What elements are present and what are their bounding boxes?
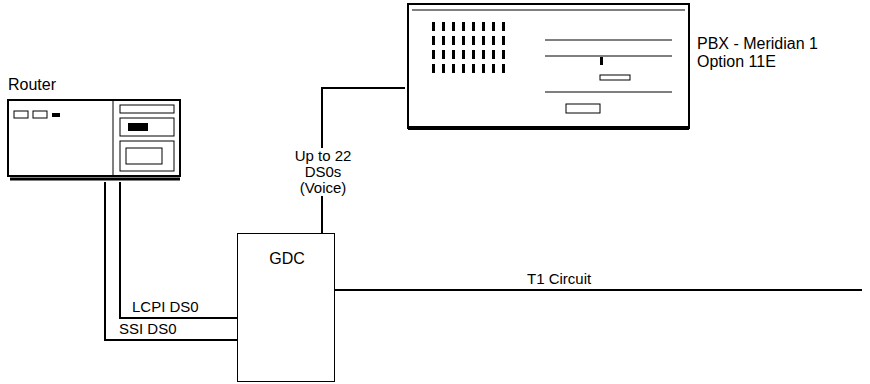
edge-label: Up to 22 DS0s (Voice) (293, 148, 353, 196)
gdc-box: GDC (237, 233, 335, 382)
pbx-illustration (408, 4, 689, 128)
node-label: Router (8, 76, 88, 94)
circuit-label: T1 Circuit (527, 271, 591, 287)
router-illustration (8, 100, 180, 179)
edge-label: SSI DS0 (119, 321, 177, 337)
router-unit: Router (5, 76, 183, 182)
wire-connector (105, 182, 237, 340)
node-label: GDC (238, 250, 336, 268)
t1-wire (323, 289, 862, 291)
edge-label: LCPI DS0 (132, 299, 199, 315)
pbx-unit: PBX - Meridian 1 Option 11E (405, 3, 865, 133)
node-label: PBX - Meridian 1 Option 11E (697, 35, 847, 71)
wire-connector (120, 182, 237, 318)
